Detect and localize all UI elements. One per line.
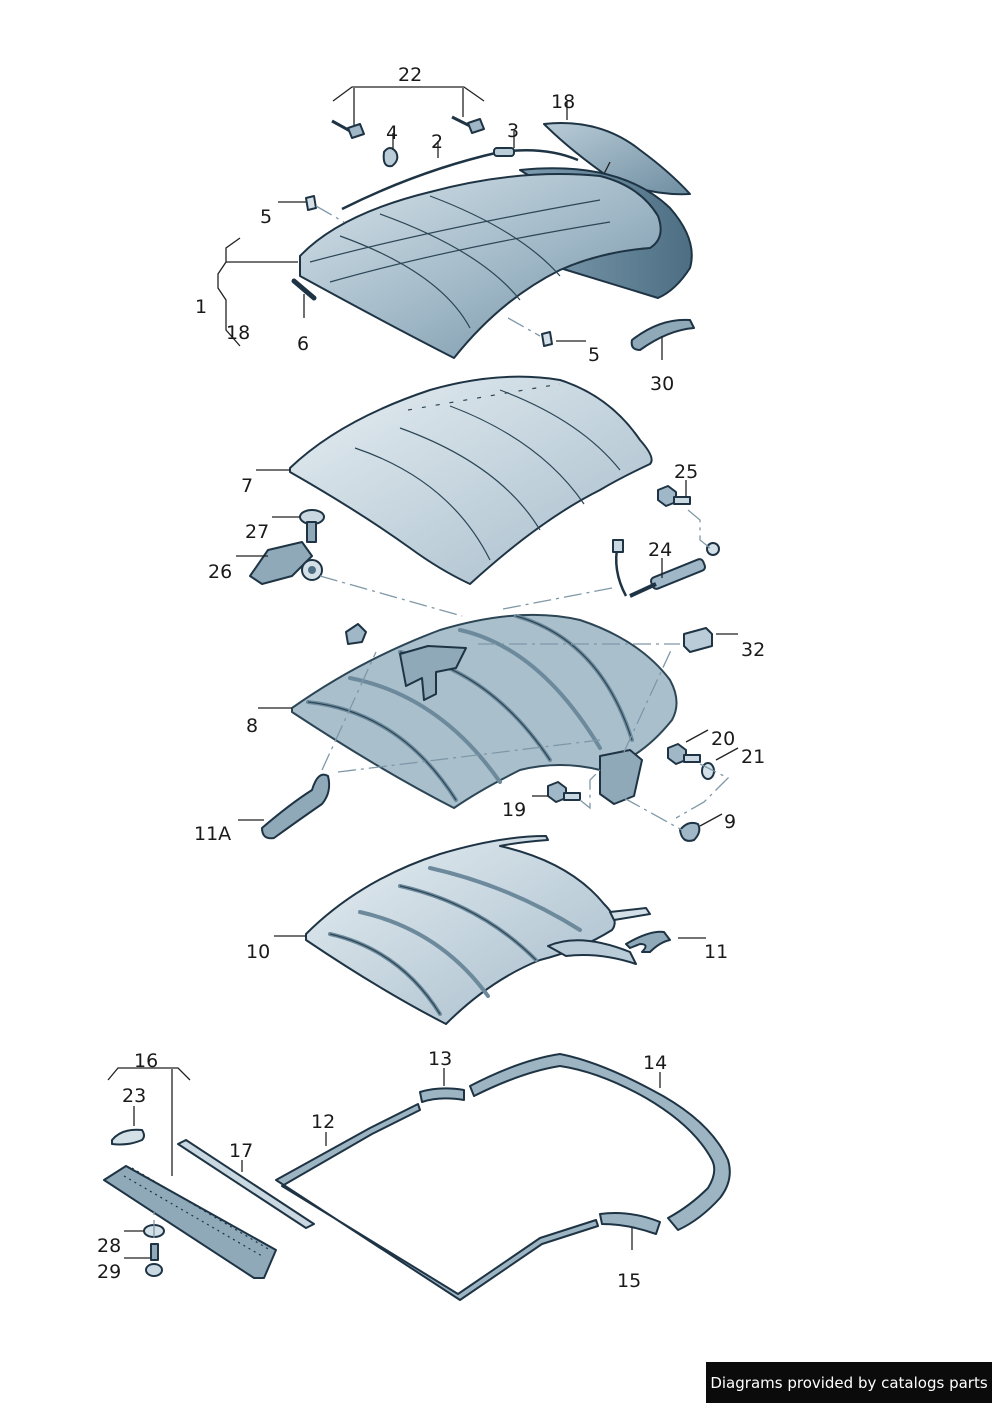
callout-3: 3: [507, 120, 519, 142]
callout-20: 20: [711, 728, 735, 750]
hinge-bracket: [599, 749, 643, 805]
callout-32: 32: [741, 639, 765, 661]
callout-5: 5: [260, 206, 272, 228]
retainer-strip: [177, 1139, 315, 1229]
seal-strip: [103, 1165, 277, 1279]
callout-11: 11: [704, 941, 728, 963]
rivet-icon: [331, 119, 365, 139]
seal-corner: [419, 1087, 465, 1103]
callout-6: 6: [297, 333, 309, 355]
lever-arm: [261, 773, 331, 840]
callout-17: 17: [229, 1140, 253, 1162]
callout-1: 1: [195, 296, 207, 318]
callout-19: 19: [502, 799, 526, 821]
callout-labels: 22 18 4 2 3 5 1 18 6 5 30 7 25 27 24 26 …: [97, 64, 765, 1292]
seals-group: [103, 1053, 731, 1301]
cover-cap: [679, 821, 701, 842]
top-frame-group: [238, 613, 739, 842]
callout-8: 8: [246, 715, 258, 737]
rear-window: [543, 122, 691, 196]
soft-top-cover: [299, 173, 662, 359]
tension-cable: [341, 148, 579, 211]
bolt-icon: [667, 743, 701, 765]
bump-stop: [345, 623, 367, 645]
callout-18: 18: [226, 322, 250, 344]
callout-27: 27: [245, 521, 269, 543]
clip-icon: [305, 195, 317, 211]
headliner-group: [236, 375, 720, 617]
seal-rear: [469, 1053, 731, 1231]
callout-28: 28: [97, 1235, 121, 1257]
callout-29: 29: [97, 1261, 121, 1283]
seal-side: [599, 1212, 661, 1235]
cable-connector: [493, 147, 515, 157]
callout-2: 2: [431, 131, 443, 153]
center-latch: [399, 645, 467, 701]
callout-18: 18: [551, 91, 575, 113]
trim-hook: [625, 930, 671, 953]
seal-front: [275, 1103, 599, 1301]
callout-25: 25: [674, 461, 698, 483]
callout-9: 9: [724, 811, 736, 833]
callout-21: 21: [741, 746, 765, 768]
side-rail: [547, 939, 637, 965]
callout-24: 24: [648, 539, 672, 561]
trim-strip: [291, 278, 317, 301]
rubber-block: [683, 627, 713, 653]
callout-12: 12: [311, 1111, 335, 1133]
callout-22: 22: [398, 64, 422, 86]
end-cap: [111, 1128, 145, 1146]
top-cover-group: [217, 86, 695, 360]
callout-14: 14: [643, 1052, 667, 1074]
outer-shell-group: [274, 835, 706, 1025]
screw-icon: [299, 509, 325, 543]
outer-shell: [305, 835, 616, 1025]
credit-banner: Diagrams provided by catalogs parts: [706, 1362, 992, 1403]
gas-strut: [612, 539, 720, 598]
callout-13: 13: [428, 1048, 452, 1070]
callout-23: 23: [122, 1085, 146, 1107]
callout-16: 16: [134, 1050, 158, 1072]
mount-bracket: [249, 541, 313, 585]
trim-piece: [630, 318, 695, 351]
callout-26: 26: [208, 561, 232, 583]
screw-icon: [145, 1243, 163, 1277]
top-frame: [291, 613, 678, 809]
callout-30: 30: [650, 373, 674, 395]
bolt-icon: [547, 781, 581, 803]
callout-4: 4: [386, 122, 398, 144]
callout-7: 7: [241, 475, 253, 497]
headliner-panel: [289, 375, 653, 585]
clip-icon: [382, 147, 399, 168]
callout-10: 10: [246, 941, 270, 963]
bolt-icon: [657, 485, 691, 507]
callout-11a: 11A: [194, 823, 231, 845]
callout-5: 5: [588, 344, 600, 366]
clip-icon: [541, 331, 553, 347]
callout-15: 15: [617, 1270, 641, 1292]
bracket-22: [332, 86, 485, 102]
rivet-icon: [451, 115, 485, 134]
